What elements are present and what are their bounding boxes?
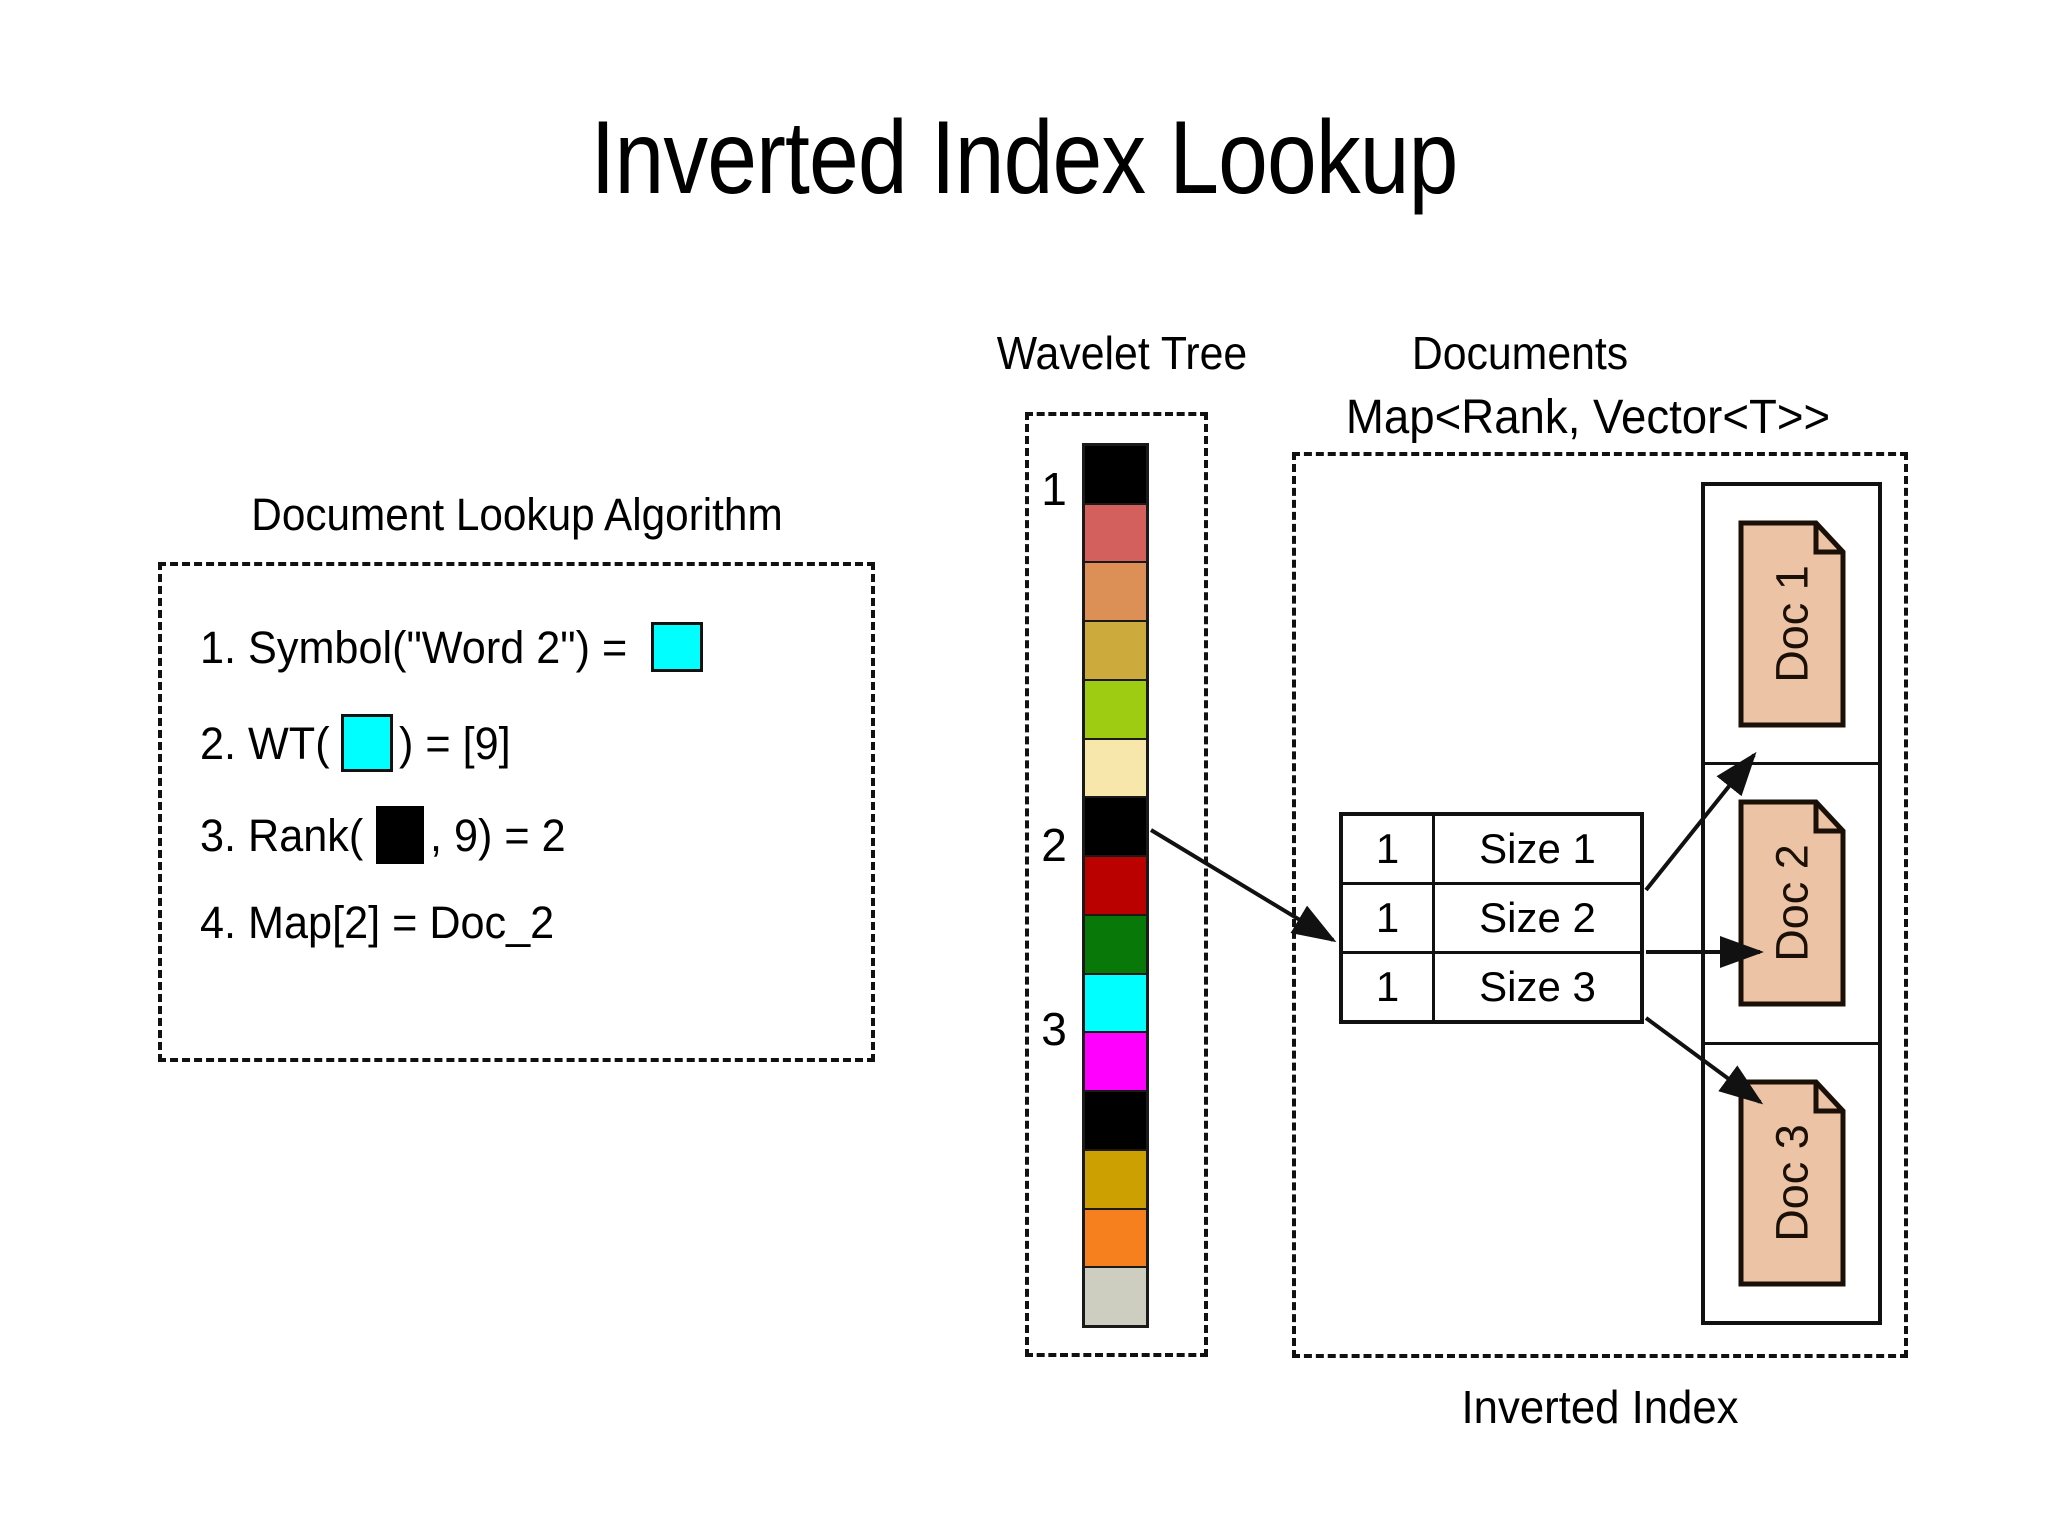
map-size-cell: Size 3	[1479, 963, 1596, 1010]
algorithm-step-4: 4. Map[2] = Doc_2	[200, 900, 569, 945]
map-rank-cell: 1	[1343, 954, 1435, 1020]
map-size-cell: Size 1	[1479, 825, 1596, 872]
algorithm-step-4-text: 4. Map[2] = Doc_2	[200, 897, 555, 948]
wavelet-tree-sequence[interactable]	[1082, 443, 1149, 1328]
wavelet-rank-label-1: 1	[1041, 463, 1067, 515]
document-slot[interactable]: Doc 3	[1705, 1045, 1878, 1321]
documents-container: Doc 1 Doc 2 Doc 3	[1701, 482, 1882, 1325]
map-table[interactable]: 1 Size 1 1 Size 2 1 Size 3	[1339, 812, 1644, 1024]
map-size-cell: Size 2	[1479, 894, 1596, 941]
algorithm-step-2-prefix: 2. WT(	[200, 717, 330, 769]
table-row[interactable]: 1 Size 2	[1343, 885, 1640, 954]
map-type-label: Map<Rank, Vector<T>>	[1345, 391, 1831, 444]
wavelet-cell-black[interactable]	[1085, 798, 1146, 858]
document-label: Doc 2	[1766, 844, 1817, 963]
wavelet-cell-magenta[interactable]	[1085, 1033, 1146, 1093]
wavelet-cell-black[interactable]	[1085, 1092, 1146, 1151]
wavelet-tree-header: Wavelet Tree	[996, 327, 1248, 379]
document-slot[interactable]: Doc 2	[1705, 765, 1878, 1045]
algorithm-step-3: 3. Rank( , 9) = 2	[200, 806, 571, 864]
documents-header: Documents	[1411, 327, 1629, 379]
inverted-index-label: Inverted Index	[1461, 1381, 1739, 1433]
cyan-symbol-swatch-icon	[340, 714, 393, 772]
map-rank-cell: 1	[1343, 885, 1435, 951]
document-page-icon	[1738, 520, 1846, 728]
wavelet-rank-label-2: 2	[1041, 819, 1067, 871]
wavelet-cell-yellow-green[interactable]	[1085, 680, 1146, 740]
wavelet-cell-black[interactable]	[1085, 446, 1146, 505]
table-row[interactable]: 1 Size 1	[1343, 816, 1640, 885]
algorithm-step-2-suffix: ) = [9]	[398, 717, 511, 769]
page-title: Inverted Index Lookup	[590, 100, 1458, 216]
algorithm-step-2: 2. WT( ) = [9]	[200, 714, 515, 772]
wavelet-cell-gold[interactable]	[1085, 1150, 1146, 1210]
wavelet-cell-rose[interactable]	[1085, 504, 1146, 564]
wavelet-rank-label-3: 3	[1041, 1003, 1067, 1055]
wavelet-cell-dark-green[interactable]	[1085, 915, 1146, 975]
wavelet-cell-orange[interactable]	[1085, 1209, 1146, 1269]
algorithm-box: 1. Symbol("Word 2") = 2. WT( ) = [9] 3. …	[158, 562, 875, 1062]
wavelet-cell-light-gray[interactable]	[1085, 1268, 1146, 1326]
algorithm-step-1: 1. Symbol("Word 2") =	[200, 622, 709, 672]
map-rank-cell: 1	[1343, 816, 1435, 882]
wavelet-cell-dark-red[interactable]	[1085, 857, 1146, 916]
algorithm-step-3-prefix: 3. Rank(	[200, 809, 364, 861]
document-page-icon	[1738, 1079, 1846, 1287]
table-row[interactable]: 1 Size 3	[1343, 954, 1640, 1020]
document-label: Doc 1	[1766, 565, 1817, 683]
document-slot[interactable]: Doc 1	[1705, 486, 1878, 766]
algorithm-heading: Document Lookup Algorithm	[251, 489, 783, 540]
document-page-icon	[1738, 799, 1846, 1007]
wavelet-cell-tan-orange[interactable]	[1085, 563, 1146, 623]
wavelet-cell-dark-gold[interactable]	[1085, 622, 1146, 681]
document-label: Doc 3	[1766, 1124, 1817, 1242]
wavelet-cell-cyan[interactable]	[1085, 974, 1146, 1034]
wavelet-cell-cream[interactable]	[1085, 739, 1146, 799]
algorithm-step-3-suffix: , 9) = 2	[430, 809, 566, 861]
algorithm-step-1-text: 1. Symbol("Word 2") =	[200, 621, 628, 673]
cyan-symbol-swatch-icon	[651, 622, 704, 672]
black-symbol-swatch-icon	[376, 806, 425, 864]
